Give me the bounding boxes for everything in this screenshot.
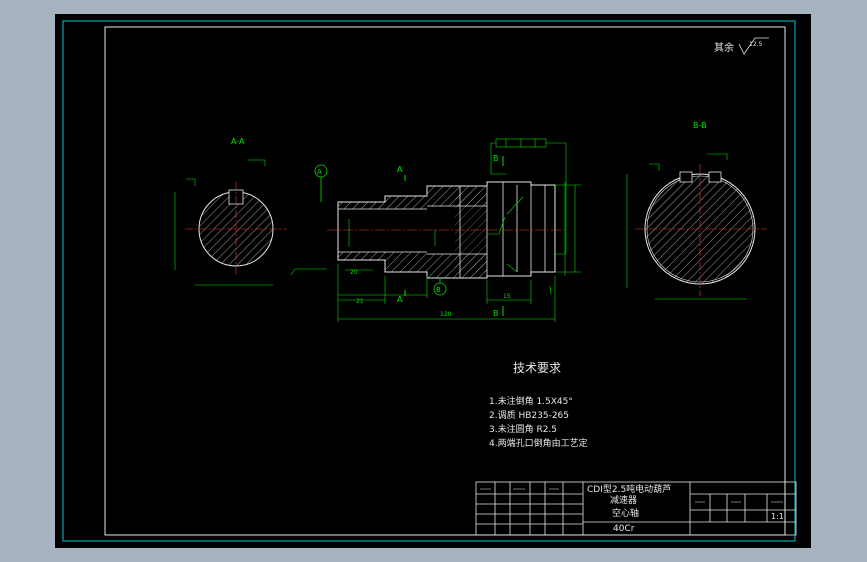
roughness-value: 12.5 [749,41,763,48]
section-a-view [174,159,287,286]
outer-frame [62,20,796,542]
tech-item: 2.调质 HB235-265 [489,409,569,421]
dim-15: 15 [503,293,511,300]
dim-20: 20 [350,269,358,276]
tech-item: 4.两端孔口倒角由工艺定 [489,437,588,449]
cut-indicators [404,156,504,316]
svg-text:A: A [317,168,322,176]
cut-label-a-top: A [397,165,403,174]
section-a-label: A-A [231,137,245,146]
inner-frame [104,26,786,536]
section-b-label: B-B [693,121,707,130]
cut-label-b-bottom: B [493,309,499,318]
title-block [475,481,797,536]
product-subname: 减速器 [610,494,637,506]
roughness-note: 其余 [714,41,734,54]
tech-item: 1.未注倒角 1.5X45° [489,395,573,407]
tech-requirements-title: 技术要求 [513,361,561,375]
drawing-scale: 1:1 [771,512,784,521]
material: 40Cr [613,524,635,534]
dim-left-step: 21 [356,298,364,305]
cut-label-b-top: B [493,154,499,163]
product-name: CDI型2.5吨电动葫芦 [587,483,671,495]
dim-overall-length: 120 [440,311,452,318]
part-name: 空心轴 [612,507,639,519]
shaft-main-view [327,181,567,279]
roughness-symbol-icon [738,37,769,55]
datum-a-marker: A [314,164,328,202]
tech-item: 3.未注圆角 R2.5 [489,423,557,435]
cut-label-a-bottom: A [397,295,403,304]
engineering-drawing: 其余 12.5 A-A [62,20,797,542]
datum-b-marker: B [433,278,447,296]
section-b-view [626,153,767,300]
shaft-dimensions [290,138,581,322]
svg-text:B: B [436,286,441,294]
cad-viewport[interactable]: 其余 12.5 A-A [55,14,811,548]
